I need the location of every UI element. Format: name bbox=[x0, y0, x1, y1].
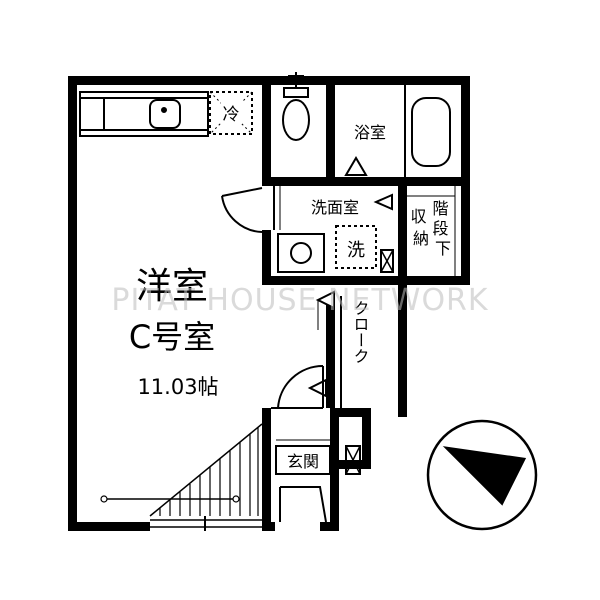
bath-door-icon bbox=[344, 156, 368, 176]
stair-storage-char-5: 納 bbox=[413, 229, 429, 248]
watermark: PITAT HOUSE NETWORK bbox=[111, 283, 488, 318]
wall-washroom-south bbox=[262, 276, 407, 285]
wall-closet-east bbox=[398, 276, 407, 417]
bathroom: 浴室 bbox=[344, 85, 451, 177]
wall-stair-north bbox=[398, 177, 470, 186]
stair-storage-char-3: 下 bbox=[435, 239, 451, 258]
bathtub-icon bbox=[411, 97, 451, 167]
interior-walls bbox=[262, 76, 470, 408]
wall-stair-south bbox=[398, 276, 470, 285]
room-area-label: 11.03帖 bbox=[137, 375, 218, 399]
svg-text:階 段 下: 階 段 下 bbox=[432, 199, 453, 258]
washer-label: 洗 bbox=[347, 240, 365, 261]
main-room: 洋室 C号室 11.03帖 bbox=[129, 266, 219, 399]
shoe-cabinet bbox=[345, 445, 361, 475]
washer-space bbox=[335, 225, 377, 269]
wall-entrance-south bbox=[262, 522, 275, 531]
stair-storage-char-2: 段 bbox=[432, 219, 448, 238]
entrance-label: 玄関 bbox=[287, 452, 319, 471]
washroom-label: 洗面室 bbox=[311, 198, 359, 217]
wall-closet-west bbox=[326, 296, 335, 408]
wall-entrance-west bbox=[262, 408, 271, 531]
wall-toilet-bath bbox=[326, 85, 335, 177]
loft-ladder bbox=[100, 423, 263, 517]
closet: クローク bbox=[307, 290, 370, 408]
wall-north-right bbox=[262, 76, 470, 85]
exterior-walls bbox=[68, 76, 470, 531]
main-room-label: 洋室 bbox=[136, 266, 208, 307]
bath-label: 浴室 bbox=[354, 123, 386, 142]
wall-entrance-south-right bbox=[320, 522, 339, 531]
sink-icon bbox=[149, 99, 181, 129]
washroom-door bbox=[221, 187, 263, 233]
north-arrow-icon bbox=[426, 419, 538, 531]
wall-washroom-west bbox=[262, 230, 271, 285]
kitchen-counter bbox=[79, 91, 209, 137]
svg-text:収 納: 収 納 bbox=[410, 207, 431, 248]
wall-washroom-north bbox=[262, 177, 402, 186]
wash-basin-icon bbox=[277, 233, 325, 273]
toilet bbox=[282, 72, 310, 141]
stair-storage-char-1: 階 bbox=[432, 199, 448, 218]
fridge-space: 冷 bbox=[209, 91, 253, 135]
balcony-window bbox=[150, 516, 262, 531]
wall-south bbox=[68, 522, 150, 531]
room-number-label: C号室 bbox=[129, 318, 215, 356]
wall-east-upper bbox=[461, 76, 470, 276]
stair-storage-char-4: 収 bbox=[410, 207, 426, 226]
washroom: 洗面室 洗 bbox=[273, 186, 394, 273]
wall-entrance-east bbox=[330, 408, 339, 531]
wall-toilet-west bbox=[262, 76, 271, 186]
closet-label: クローク bbox=[351, 300, 370, 364]
toilet-icon bbox=[282, 99, 310, 141]
counter-outline bbox=[79, 91, 209, 137]
wall-north-left bbox=[68, 76, 268, 85]
stair-storage: 階 段 下 収 納 bbox=[407, 186, 456, 276]
wall-closet-east-lower bbox=[362, 408, 371, 468]
wall-stair-west bbox=[398, 177, 407, 285]
fridge-label: 冷 bbox=[223, 105, 240, 125]
wall-west bbox=[68, 76, 77, 531]
entrance: 玄関 bbox=[275, 439, 361, 523]
wall-closet-south bbox=[339, 408, 371, 417]
room-entrance-door bbox=[271, 364, 324, 409]
